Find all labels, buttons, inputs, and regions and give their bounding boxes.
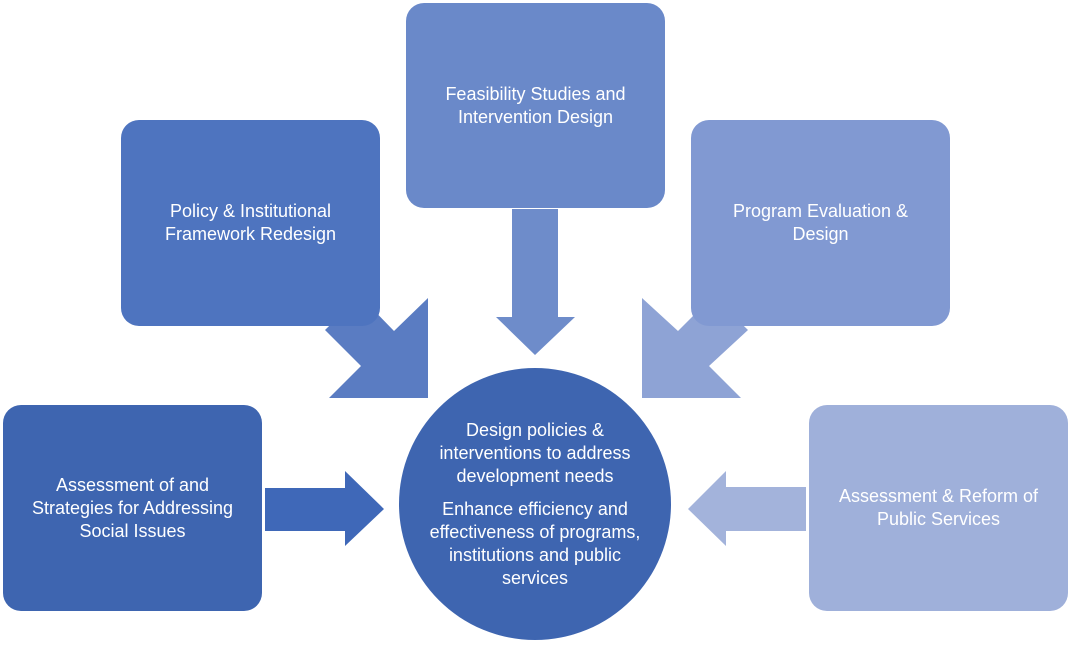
node-feasibility-studies: Feasibility Studies and Intervention Des… (406, 3, 665, 208)
center-goals-circle: Design policies & interventions to addre… (399, 368, 671, 640)
center-goal-enhance-efficiency: Enhance efficiency and effectiveness of … (429, 498, 641, 588)
arrow-public-services-to-center (688, 471, 806, 546)
node-public-services-label: Assessment & Reform of Public Services (838, 486, 1039, 529)
node-social-issues-label: Assessment of and Strategies for Address… (31, 474, 234, 541)
node-public-services: Assessment & Reform of Public Services (809, 405, 1068, 611)
arrow-social-issues-to-center (265, 471, 384, 546)
node-program-evaluation-label: Program Evaluation & Design (732, 201, 909, 244)
node-policy-framework: Policy & Institutional Framework Redesig… (121, 120, 380, 326)
node-policy-label: Policy & Institutional Framework Redesig… (164, 201, 337, 244)
center-goal-design-policies: Design policies & interventions to addre… (439, 419, 631, 486)
node-feasibility-label: Feasibility Studies and Intervention Des… (445, 83, 626, 127)
node-social-issues: Assessment of and Strategies for Address… (3, 405, 262, 611)
arrow-feasibility-to-center (496, 209, 575, 355)
node-program-evaluation: Program Evaluation & Design (691, 120, 950, 326)
